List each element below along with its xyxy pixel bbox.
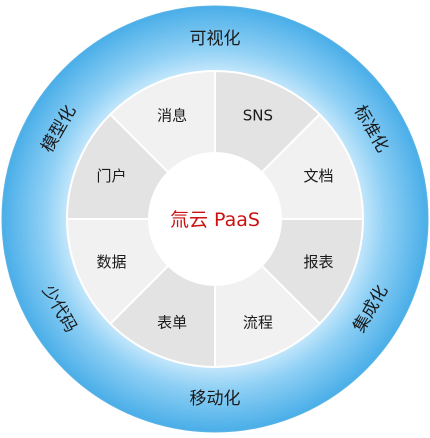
inner-ring-label: 表单 [157,314,187,332]
inner-ring-label: 门户 [96,167,126,185]
outer-ring-label: 可视化 [190,29,241,49]
inner-ring [65,69,365,369]
inner-ring-label: 文档 [303,167,333,185]
inner-ring-label: 流程 [243,314,273,332]
inner-ring-label: 消息 [157,107,187,125]
center-label: 氚云 PaaS [170,209,260,231]
inner-ring-label: 数据 [96,253,126,271]
center-circle [149,153,281,285]
inner-ring-label: SNS [243,107,273,125]
inner-ring-label: 报表 [303,253,333,271]
outer-ring-label: 移动化 [190,389,241,409]
